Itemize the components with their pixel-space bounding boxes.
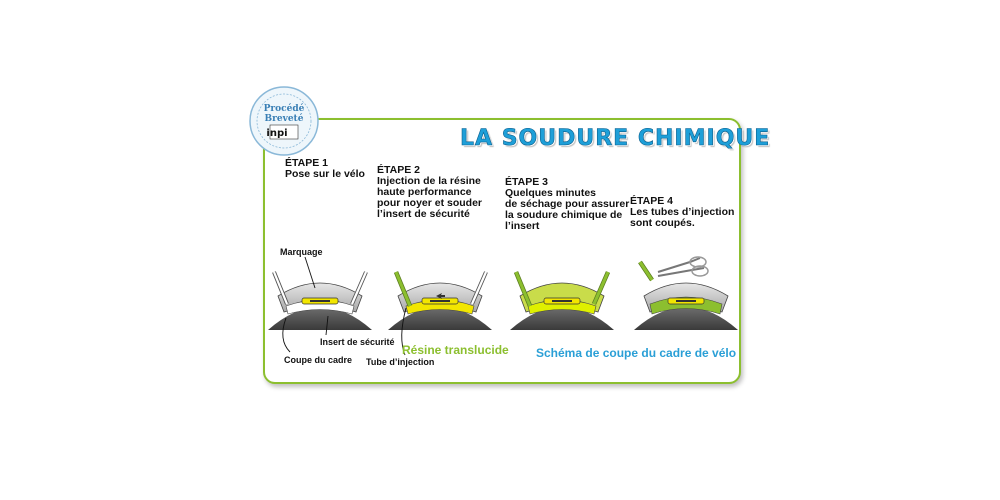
step-1-body: Pose sur le vélo xyxy=(285,168,365,180)
step-2-head: ÉTAPE 2 xyxy=(377,164,420,176)
step-1-head: ÉTAPE 1 xyxy=(285,157,328,169)
section-step-4 xyxy=(634,256,738,330)
label-marquage: Marquage xyxy=(280,247,323,257)
page-title: LA SOUDURE CHIMIQUE xyxy=(460,126,771,152)
step-3: ÉTAPE 3 Quelques minutes de séchage pour… xyxy=(505,177,629,232)
seal-line1: Procédé xyxy=(264,103,305,114)
diagram-card xyxy=(263,118,741,384)
section-step-1 xyxy=(268,271,372,330)
step-3-body: Quelques minutes de séchage pour assurer… xyxy=(505,187,630,232)
label-resine: Résine translucide xyxy=(402,343,509,357)
step-4-head: ÉTAPE 4 xyxy=(630,195,673,207)
patent-seal-icon: Procédé Breveté inpi xyxy=(248,85,320,157)
cutter-icon xyxy=(657,256,709,277)
label-tube: Tube d’injection xyxy=(366,357,435,367)
seal-line2: Breveté xyxy=(265,113,304,124)
step-4-body: Les tubes d’injection sont coupés. xyxy=(630,206,735,229)
step-2: ÉTAPE 2 Injection de la résine haute per… xyxy=(377,165,482,220)
step-2-body: Injection de la résine haute performance… xyxy=(377,175,483,220)
label-insert: Insert de sécurité xyxy=(320,337,395,347)
section-step-3 xyxy=(510,271,614,330)
diagram-caption: Schéma de coupe du cadre de vélo xyxy=(536,346,737,360)
step-3-head: ÉTAPE 3 xyxy=(505,176,548,188)
section-step-2 xyxy=(388,271,492,330)
step-1: ÉTAPE 1 Pose sur le vélo xyxy=(285,158,365,180)
step-4: ÉTAPE 4 Les tubes d’injection sont coupé… xyxy=(630,196,734,229)
seal-logo: inpi xyxy=(266,128,287,139)
label-coupe: Coupe du cadre xyxy=(284,355,353,365)
